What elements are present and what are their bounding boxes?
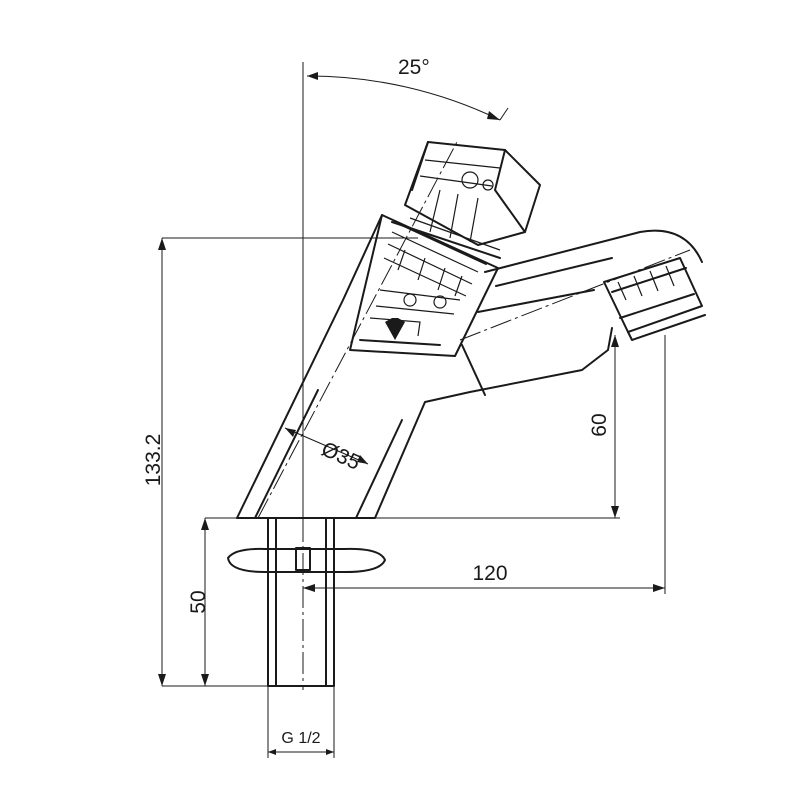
reach-label: 120 bbox=[472, 562, 507, 585]
base-flange bbox=[227, 547, 386, 573]
push-button bbox=[391, 141, 541, 259]
dimension-lines bbox=[158, 62, 666, 758]
dimension-labels: 25° 133.2 Ø35 60 120 50 G 1/2 bbox=[142, 56, 611, 747]
diameter-label: Ø35 bbox=[318, 438, 364, 475]
faucet-body bbox=[227, 141, 706, 687]
total-height-label: 133.2 bbox=[142, 434, 165, 487]
spout-height-label: 60 bbox=[588, 413, 611, 436]
thread-label: G 1/2 bbox=[281, 730, 320, 747]
shank-length-label: 50 bbox=[187, 590, 210, 613]
cartridge-housing bbox=[349, 214, 499, 357]
aerator bbox=[603, 257, 706, 341]
shank bbox=[267, 517, 335, 687]
angle-label: 25° bbox=[398, 56, 430, 79]
